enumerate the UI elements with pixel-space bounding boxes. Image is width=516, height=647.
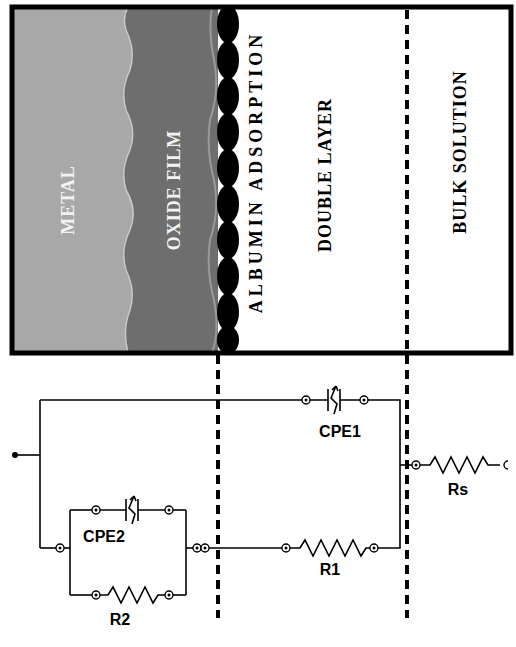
dashed-separator	[405, 10, 409, 618]
oxide-region	[124, 7, 218, 353]
node-circles	[56, 396, 420, 599]
resistor-symbol	[290, 540, 370, 556]
albumin-molecules	[217, 5, 239, 354]
circuit-wires	[15, 400, 412, 595]
resistor-symbol	[100, 587, 165, 603]
cpe-symbol	[100, 496, 165, 524]
open-terminal	[504, 461, 508, 469]
dashed-separator	[216, 355, 220, 618]
oxide-surface	[209, 7, 217, 353]
cpe-symbol	[310, 386, 360, 414]
layer-label: DOUBLE LAYER	[316, 98, 334, 252]
layer-band: OXIDE FILM	[136, 10, 212, 350]
layer-frame	[12, 7, 511, 353]
layer-label: ALBUMIN ADSORPTION	[247, 31, 265, 314]
component-label: CPE2	[83, 529, 125, 545]
layer-band: DOUBLE LAYER	[300, 10, 350, 350]
component-label: R2	[110, 612, 130, 628]
layer-band: ALBUMIN ADSORPTION	[242, 10, 272, 350]
component-label: Rs	[448, 482, 468, 498]
layer-label: OXIDE FILM	[165, 130, 183, 251]
layer-band: BULK SOLUTION	[430, 10, 490, 350]
terminal-dot	[12, 452, 18, 458]
resistor-symbol	[420, 457, 500, 473]
metal-oxide-boundary	[124, 7, 133, 353]
layer-label: BULK SOLUTION	[451, 70, 469, 234]
component-label: R1	[320, 562, 340, 578]
node-circle-dots	[59, 399, 418, 597]
layer-label: METAL	[59, 165, 77, 235]
component-label: CPE1	[319, 424, 361, 440]
layer-band: METAL	[15, 10, 125, 350]
metal-region	[12, 7, 137, 353]
